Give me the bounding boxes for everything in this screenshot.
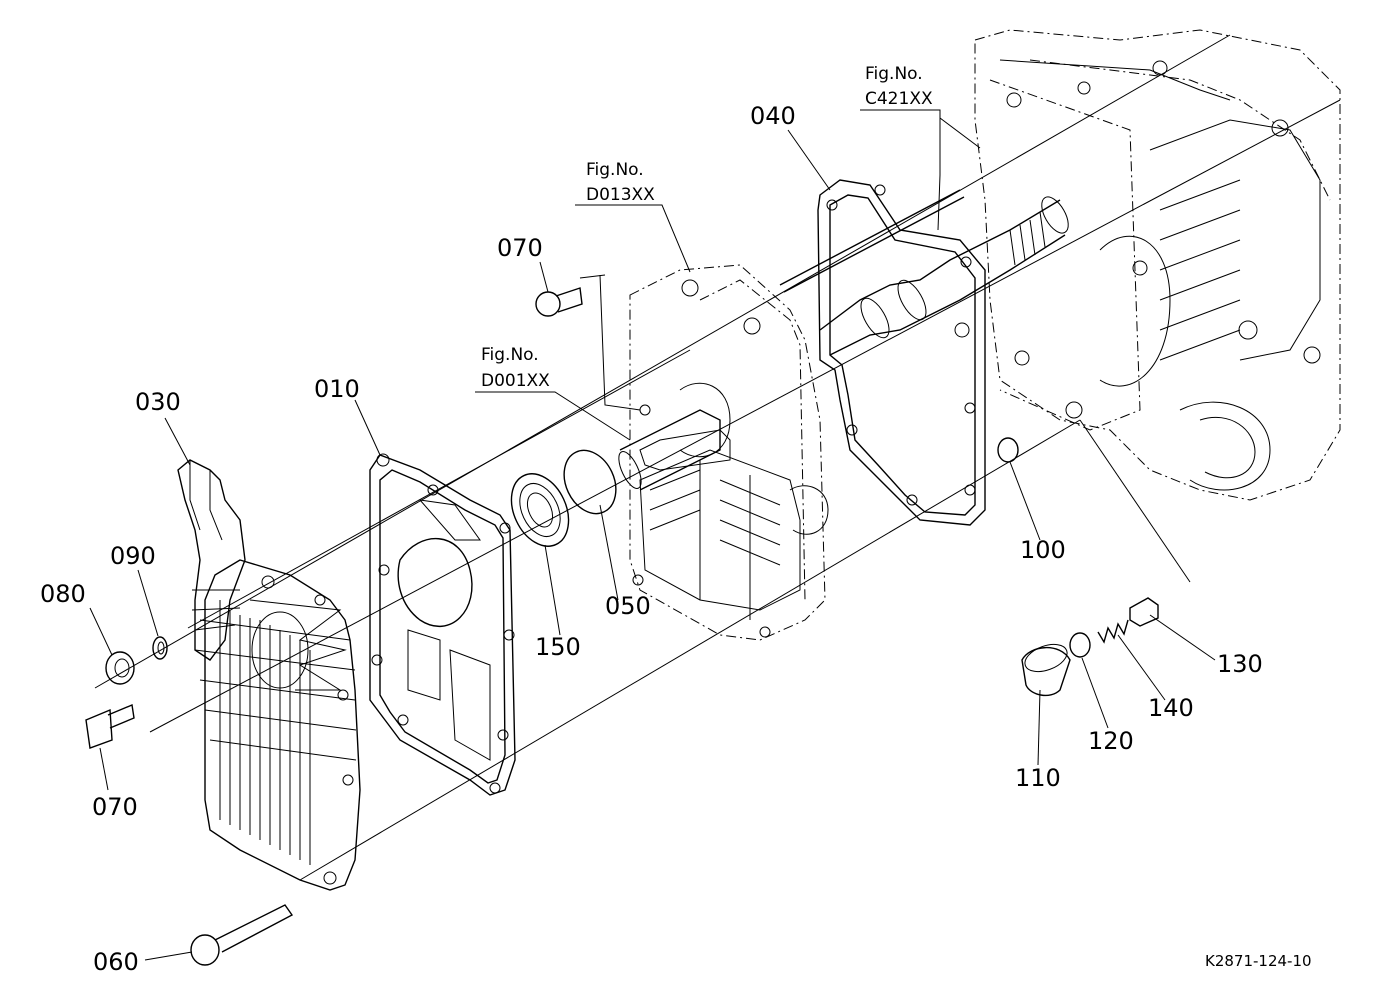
assembly-axis-lines	[94, 34, 1341, 881]
callout-030: 030	[135, 388, 181, 416]
fig-ref-d013-code: D013XX	[586, 185, 655, 205]
callout-010: 010	[314, 375, 360, 403]
spring-140	[1097, 619, 1129, 644]
callout-070-upper: 070	[497, 234, 543, 262]
fig-ref-c421-label: Fig.No.	[865, 64, 923, 84]
callout-110: 110	[1015, 764, 1061, 792]
callout-060: 060	[93, 948, 139, 976]
shaft	[819, 196, 1069, 356]
drawing-code: K2871-124-10	[1205, 952, 1312, 970]
callout-120: 120	[1088, 727, 1134, 755]
callout-080: 080	[40, 580, 86, 608]
finned-cover	[194, 559, 361, 891]
bolt-070-lower	[85, 704, 135, 749]
bolt-070-upper	[535, 287, 583, 317]
nut-080	[105, 651, 135, 685]
fig-ref-c421-code: C421XX	[865, 89, 933, 109]
bracket-030	[177, 459, 246, 661]
bolt-060	[190, 904, 294, 966]
callout-130: 130	[1217, 650, 1263, 678]
figure-references: Fig.No. D013XX Fig.No. D001XX Fig.No. C4…	[481, 64, 933, 391]
input-shaft-stub	[618, 409, 721, 491]
o-ring-050	[563, 449, 617, 515]
callout-labels: 010 030 040 050 060 070 070 080 090 100 …	[40, 102, 1263, 976]
callout-070-lower: 070	[92, 793, 138, 821]
fig-ref-d013-label: Fig.No.	[586, 160, 644, 180]
o-ring-120	[1069, 632, 1091, 658]
bearing-150	[510, 473, 570, 547]
valve-130	[1129, 597, 1159, 627]
washer-090	[152, 636, 168, 660]
intermediate-housing	[629, 264, 829, 641]
plug-110	[1021, 643, 1071, 697]
gasket-040	[817, 179, 986, 526]
callout-140: 140	[1148, 694, 1194, 722]
leader-lines	[89, 109, 1216, 961]
fig-ref-d001-code: D001XX	[481, 371, 550, 391]
callout-150: 150	[535, 633, 581, 661]
callout-040: 040	[750, 102, 796, 130]
fig-ref-d001-label: Fig.No.	[481, 345, 539, 365]
callout-050: 050	[605, 592, 651, 620]
callout-100: 100	[1020, 536, 1066, 564]
gasket-010	[369, 453, 516, 796]
rod	[779, 189, 965, 293]
callout-090: 090	[110, 542, 156, 570]
transmission-case	[974, 29, 1341, 501]
